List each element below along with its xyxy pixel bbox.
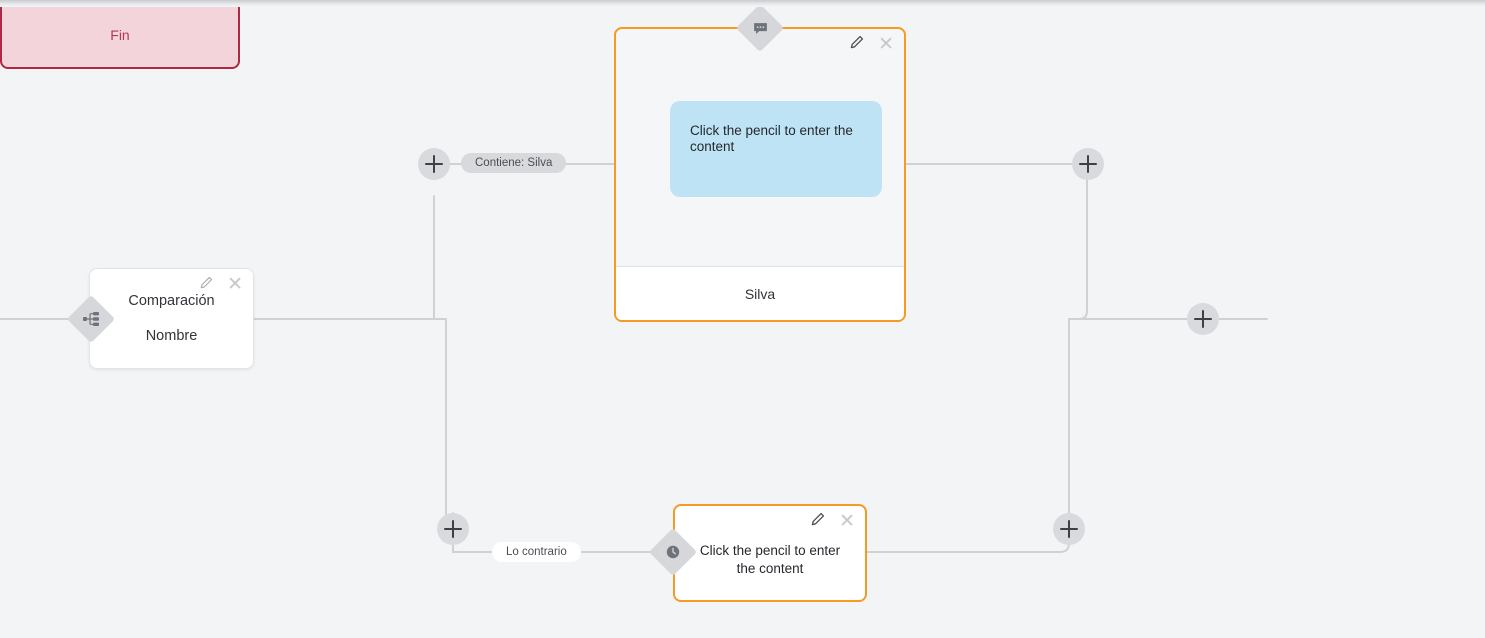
node-end[interactable]: Fin xyxy=(0,0,240,69)
node-comparison[interactable]: ✕ Comparación Nombre xyxy=(89,268,254,369)
close-icon[interactable]: ✕ xyxy=(227,274,243,295)
node-wait-tools: ✕ xyxy=(811,512,855,531)
top-shadow-strip xyxy=(0,0,1485,7)
close-icon[interactable]: ✕ xyxy=(878,34,894,55)
node-message[interactable]: ✕ Click the pencil to enter the content … xyxy=(614,27,906,322)
edge-split-down-corner xyxy=(445,318,456,530)
add-node-top-left[interactable] xyxy=(418,148,450,180)
edge-label-otherwise[interactable]: Lo contrario xyxy=(492,542,581,562)
add-node-before-end[interactable] xyxy=(1187,303,1219,335)
node-comparison-tools: ✕ xyxy=(200,275,243,294)
add-node-top-right[interactable] xyxy=(1072,148,1104,180)
pencil-icon[interactable] xyxy=(850,35,864,54)
wait-text: Click the pencil to enter the content xyxy=(699,543,841,576)
message-body: Click the pencil to enter the content xyxy=(616,29,904,266)
comparison-subtitle: Nombre xyxy=(145,328,198,344)
comparison-badge[interactable] xyxy=(66,294,116,344)
comparison-title: Comparación xyxy=(128,293,215,309)
sitemap-icon xyxy=(74,302,108,336)
end-label: Fin xyxy=(110,26,130,43)
edge-topright-down xyxy=(1078,179,1088,320)
node-message-tools: ✕ xyxy=(850,35,894,54)
close-icon[interactable]: ✕ xyxy=(839,511,855,532)
message-footer: Silva xyxy=(616,266,904,320)
add-node-bottom-left[interactable] xyxy=(437,513,469,545)
chat-bubble-icon xyxy=(743,11,777,45)
message-badge[interactable] xyxy=(735,3,785,53)
edge-label-contains[interactable]: Contiene: Silva xyxy=(461,153,567,173)
pencil-icon[interactable] xyxy=(200,276,213,294)
add-node-bottom-right[interactable] xyxy=(1053,513,1085,545)
wait-badge[interactable] xyxy=(648,527,698,577)
message-bubble[interactable]: Click the pencil to enter the content xyxy=(670,101,882,197)
edge-wait-out xyxy=(866,542,1070,553)
node-wait[interactable]: ✕ Click the pencil to enter the content xyxy=(673,504,867,602)
pencil-icon[interactable] xyxy=(811,512,825,531)
clock-icon xyxy=(656,535,690,569)
